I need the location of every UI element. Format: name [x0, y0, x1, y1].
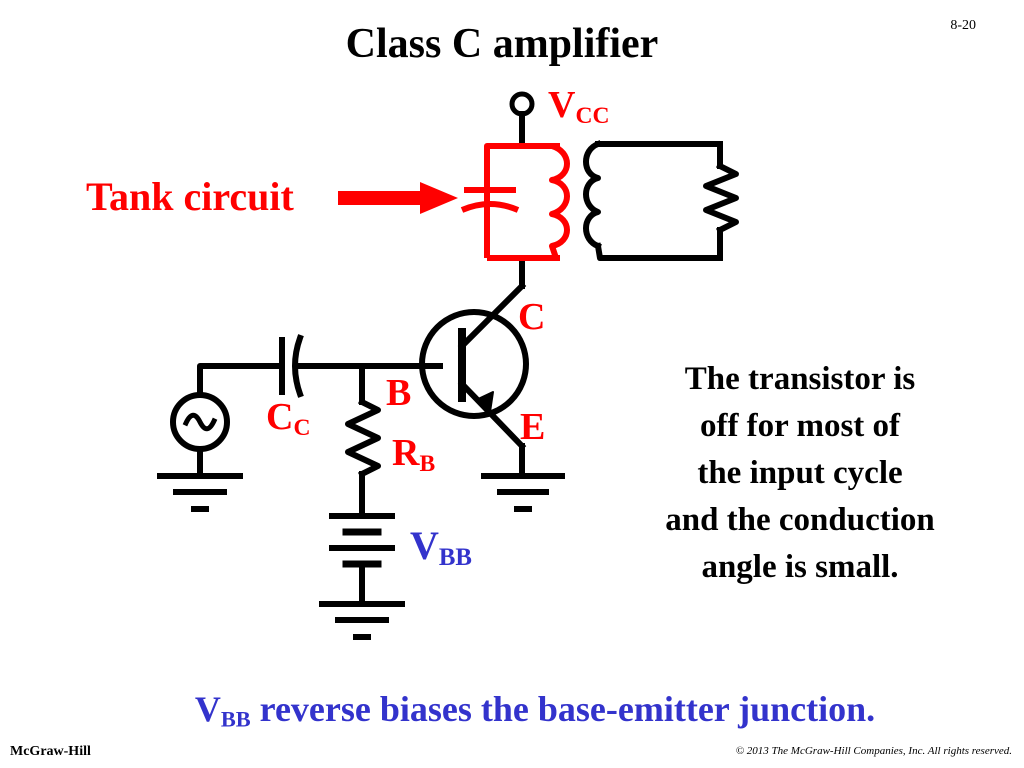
vbb-battery [329, 513, 395, 607]
description-line: The transistor is [684, 361, 916, 397]
collector-label: C [518, 296, 546, 338]
ac-source [170, 392, 230, 452]
vcc-terminal [509, 91, 535, 149]
source-wire [197, 363, 283, 398]
emitter-label: E [520, 406, 546, 448]
description-line: the input cycle [697, 455, 903, 491]
base-label: B [386, 372, 412, 414]
tank-circuit-label: Tank circuit [86, 174, 294, 219]
copyright-notice: © 2013 The McGraw-Hill Companies, Inc. A… [735, 745, 1012, 757]
source-ground-icon [157, 473, 243, 512]
coupling-capacitor-label: CC [266, 396, 311, 441]
battery-ground-icon [319, 601, 405, 640]
publisher-label: McGraw-Hill [10, 744, 91, 759]
emitter-ground-icon [481, 443, 565, 512]
load-resistor [703, 141, 739, 261]
bottom-note: VBB reverse biases the base-emitter junc… [194, 689, 876, 732]
description-line: and the conduction [665, 502, 935, 538]
vbb-label: VBB [410, 523, 472, 572]
description-text: The transistor is off for most of the in… [600, 356, 1000, 591]
secondary-winding [583, 140, 723, 261]
slide-title: Class C amplifier [345, 21, 659, 67]
npn-transistor [419, 281, 529, 451]
description-line: angle is small. [701, 549, 899, 585]
base-resistor [345, 363, 381, 519]
base-resistor-label: RB [392, 432, 436, 477]
vcc-label: VCC [548, 84, 610, 129]
slide-number: 8-20 [950, 18, 976, 33]
description-line: off for most of [699, 408, 901, 444]
tank-circuit [460, 143, 570, 261]
tank-arrow-icon [338, 182, 458, 214]
